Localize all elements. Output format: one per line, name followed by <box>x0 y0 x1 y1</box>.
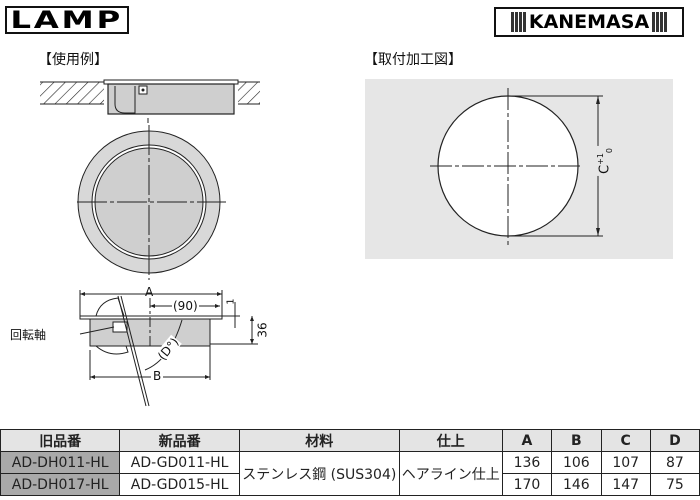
new-part-no-cell: AD-GD015-HL <box>119 473 240 496</box>
c-cell: 147 <box>600 473 651 496</box>
a-cell: 136 <box>501 451 553 474</box>
old-part-no-cell: AD-DH011-HL <box>0 451 121 474</box>
dim-b-label: B <box>151 369 164 383</box>
side-section-view <box>40 79 260 123</box>
open-lid-section-view <box>79 290 258 407</box>
tolerance-zero: 0 <box>604 147 614 154</box>
top-view-circle <box>77 125 226 280</box>
header-b: B <box>551 429 602 452</box>
header-c: C <box>600 429 651 452</box>
dim-36-label: 36 <box>255 322 270 338</box>
c-cell: 107 <box>600 451 651 474</box>
header-a: A <box>501 429 553 452</box>
header-material: 材料 <box>238 429 400 452</box>
material-cell: ステンレス鋼 (SUS304) <box>238 451 400 496</box>
table-header-row: 旧品番 新品番 材料 仕上 A B C D <box>0 429 700 452</box>
tolerance-plus: +1 <box>596 153 606 165</box>
dim-c-label: C+10 <box>596 145 614 176</box>
b-cell: 146 <box>551 473 602 496</box>
table-row: AD-DH017-HL AD-GD015-HL 170 146 147 75 <box>0 473 700 496</box>
logo-bars-left-icon <box>511 12 526 32</box>
table-row: AD-DH011-HL AD-GD011-HL ステンレス鋼 (SUS304) … <box>0 451 700 496</box>
usage-example-title: 【使用例】 <box>38 52 108 68</box>
lamp-logo: LAMP <box>5 6 129 34</box>
d-cell: 87 <box>649 451 700 474</box>
lamp-logo-text: LAMP <box>10 6 124 34</box>
technical-drawings <box>40 79 603 407</box>
logo-bars-right-icon <box>652 12 667 32</box>
dim-a-label: A <box>145 285 154 299</box>
d-cell: 75 <box>649 473 700 496</box>
pivot-axis-label: 回転軸 <box>10 326 47 343</box>
dim-90-label: (90) <box>172 299 199 313</box>
mounting-diagram-title: 【取付加工図】 <box>364 52 462 68</box>
a-cell: 170 <box>501 473 553 496</box>
cutout-circle-drawing <box>430 88 603 246</box>
old-part-no-cell: AD-DH017-HL <box>0 473 121 496</box>
header-d: D <box>649 429 700 452</box>
header-old-part-no: 旧品番 <box>0 429 121 452</box>
kanemasa-logo: KANEMASA <box>494 7 684 37</box>
finish-cell: ヘアライン仕上 <box>398 451 503 496</box>
kanemasa-logo-text: KANEMASA <box>528 11 650 33</box>
spec-table: 旧品番 新品番 材料 仕上 A B C D AD-DH011-HL AD-GD0… <box>0 429 700 496</box>
new-part-no-cell: AD-GD011-HL <box>119 451 240 474</box>
dim-1-label: 1 <box>225 298 237 305</box>
dim-c-text: C <box>597 164 613 174</box>
header-finish: 仕上 <box>398 429 503 452</box>
b-cell: 106 <box>551 451 602 474</box>
header-new-part-no: 新品番 <box>119 429 240 452</box>
